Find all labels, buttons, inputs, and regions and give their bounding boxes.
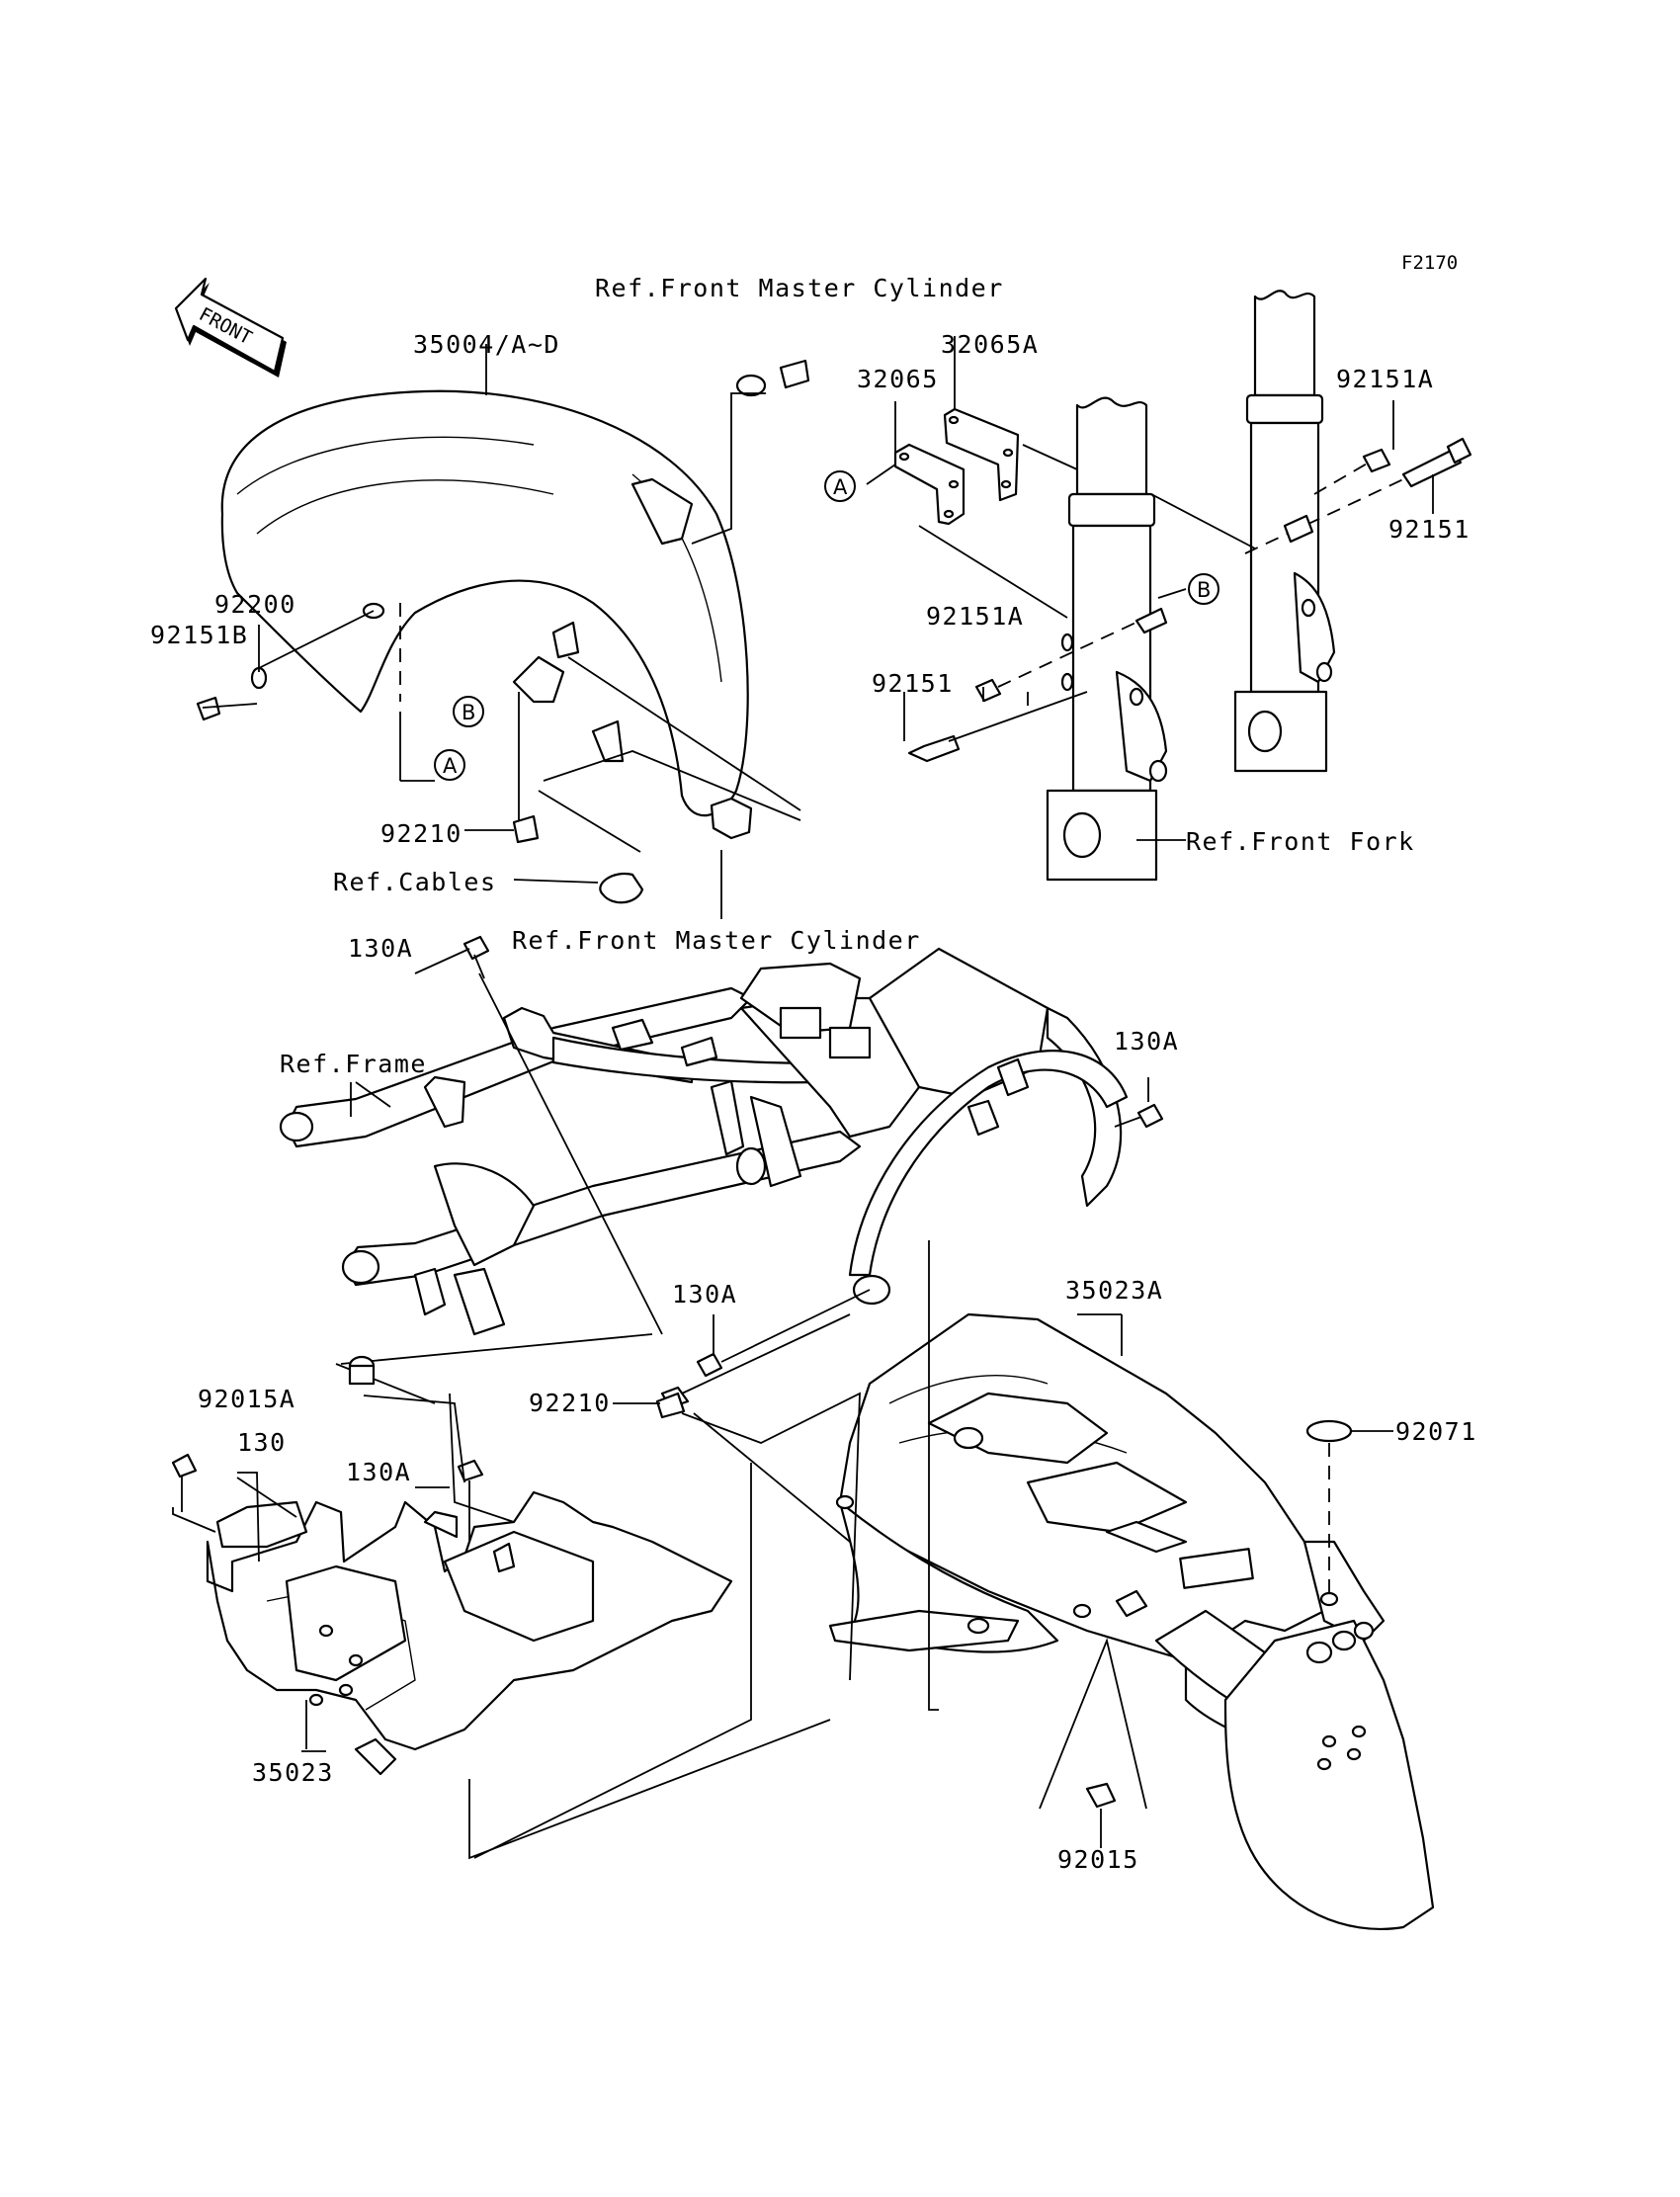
label-130A-left: 130A xyxy=(346,1458,411,1486)
label-92210-top: 92210 xyxy=(380,819,462,848)
label-130: 130 xyxy=(237,1428,287,1457)
label-92151A-mid: 92151A xyxy=(926,602,1024,631)
fender-leaders xyxy=(258,344,801,919)
callout-b-right: B xyxy=(1188,573,1219,605)
label-130A-mid: 130A xyxy=(672,1280,737,1309)
label-92210-bottom: 92210 xyxy=(529,1389,611,1417)
callout-a-left: A xyxy=(434,749,465,781)
label-ref-front-fork: Ref.Front Fork xyxy=(1186,827,1415,856)
inner-fender-hardware xyxy=(171,1355,484,1563)
rear-fender-leaders xyxy=(928,1240,1123,1711)
rear-fender-hardware xyxy=(613,1392,1393,1848)
label-ref-frame: Ref.Frame xyxy=(280,1050,427,1078)
label-35004: 35004/A~D xyxy=(413,330,560,359)
label-92071: 92071 xyxy=(1395,1417,1477,1446)
rear-frame xyxy=(279,947,1129,1336)
label-35023A: 35023A xyxy=(1065,1276,1163,1305)
label-130A-right: 130A xyxy=(1114,1027,1179,1056)
label-32065: 32065 xyxy=(857,365,939,393)
front-fork-right-tube xyxy=(1233,290,1336,773)
bracket-32065 xyxy=(893,443,966,526)
label-92200: 92200 xyxy=(214,590,296,619)
front-fork-left-tube xyxy=(1046,396,1168,882)
svg-text:A: A xyxy=(833,475,848,499)
fork-leaders xyxy=(866,336,1434,841)
callout-b-left: B xyxy=(453,696,484,727)
label-92151B: 92151B xyxy=(150,621,248,649)
label-92151-mid: 92151 xyxy=(872,669,954,698)
callout-a-right: A xyxy=(824,470,856,502)
label-130A-top: 130A xyxy=(348,934,413,963)
inner-fender-leaders xyxy=(301,1393,831,1860)
svg-text:A: A xyxy=(443,754,458,778)
label-92151-right: 92151 xyxy=(1388,515,1470,544)
fork-bolts xyxy=(907,437,1472,763)
bracket-32065A xyxy=(943,407,1020,502)
label-92015A: 92015A xyxy=(198,1385,295,1413)
label-ref-front-master-cylinder-bottom: Ref.Front Master Cylinder xyxy=(512,926,921,955)
figure-code: F2170 xyxy=(1401,252,1458,274)
fender-hardware xyxy=(196,359,810,904)
label-32065A: 32065A xyxy=(941,330,1039,359)
svg-text:B: B xyxy=(462,701,475,724)
rear-fender xyxy=(828,1312,1435,1930)
front-arrow-icon: FRONT xyxy=(174,277,287,378)
svg-text:B: B xyxy=(1197,578,1211,602)
front-fender xyxy=(220,389,749,817)
label-92015: 92015 xyxy=(1057,1845,1139,1874)
inner-fender xyxy=(206,1490,733,1776)
label-35023: 35023 xyxy=(252,1758,334,1787)
label-ref-front-master-cylinder-top: Ref.Front Master Cylinder xyxy=(595,274,1004,302)
label-ref-cables: Ref.Cables xyxy=(333,868,497,896)
label-92151A-right: 92151A xyxy=(1336,365,1434,393)
